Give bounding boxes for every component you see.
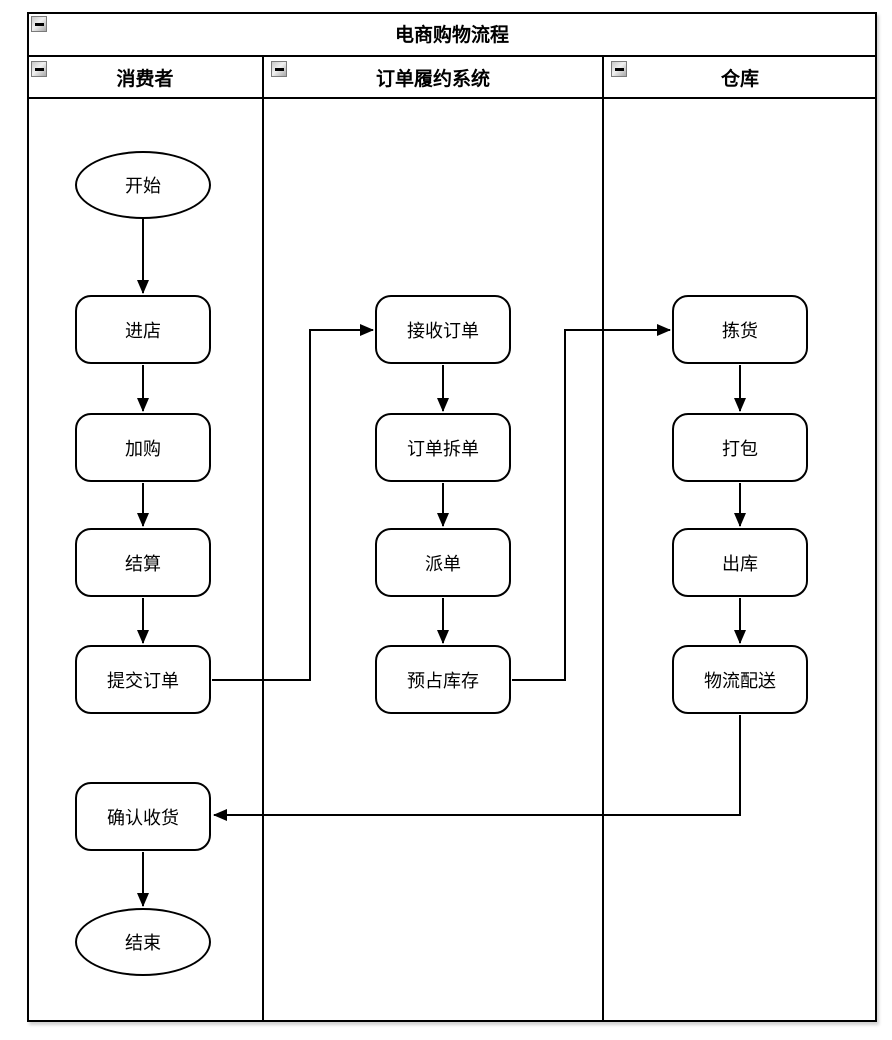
lane-header-fulfillment: 订单履约系统	[375, 68, 490, 90]
collapse-icon-pool[interactable]	[31, 16, 47, 32]
collapse-icon-lane-warehouse[interactable]	[611, 61, 627, 77]
node-enter-store[interactable]: 进店	[75, 295, 211, 364]
node-logistics-delivery[interactable]: 物流配送	[672, 645, 808, 714]
node-outbound[interactable]: 出库	[672, 528, 808, 597]
lane-header-warehouse: 仓库	[720, 68, 759, 90]
node-checkout[interactable]: 结算	[75, 528, 211, 597]
lane-divider-1	[262, 57, 264, 1020]
minus-icon	[274, 67, 284, 71]
collapse-icon-lane-consumer[interactable]	[31, 61, 47, 77]
node-receive-order[interactable]: 接收订单	[375, 295, 511, 364]
lane-header-divider	[27, 97, 877, 99]
node-picking[interactable]: 拣货	[672, 295, 808, 364]
node-end[interactable]: 结束	[75, 908, 211, 976]
node-packing[interactable]: 打包	[672, 413, 808, 482]
node-dispatch-order[interactable]: 派单	[375, 528, 511, 597]
minus-icon	[34, 22, 44, 26]
title-row-divider	[27, 55, 877, 57]
minus-icon	[614, 67, 624, 71]
node-reserve-inventory[interactable]: 预占库存	[375, 645, 511, 714]
node-split-order[interactable]: 订单拆单	[375, 413, 511, 482]
node-start[interactable]: 开始	[75, 151, 211, 219]
node-add-to-cart[interactable]: 加购	[75, 413, 211, 482]
diagram-title: 电商购物流程	[394, 25, 509, 46]
minus-icon	[34, 67, 44, 71]
node-submit-order[interactable]: 提交订单	[75, 645, 211, 714]
collapse-icon-lane-fulfillment[interactable]	[271, 61, 287, 77]
lane-divider-2	[602, 57, 604, 1020]
node-confirm-receipt[interactable]: 确认收货	[75, 782, 211, 851]
lane-header-consumer: 消费者	[116, 68, 174, 90]
